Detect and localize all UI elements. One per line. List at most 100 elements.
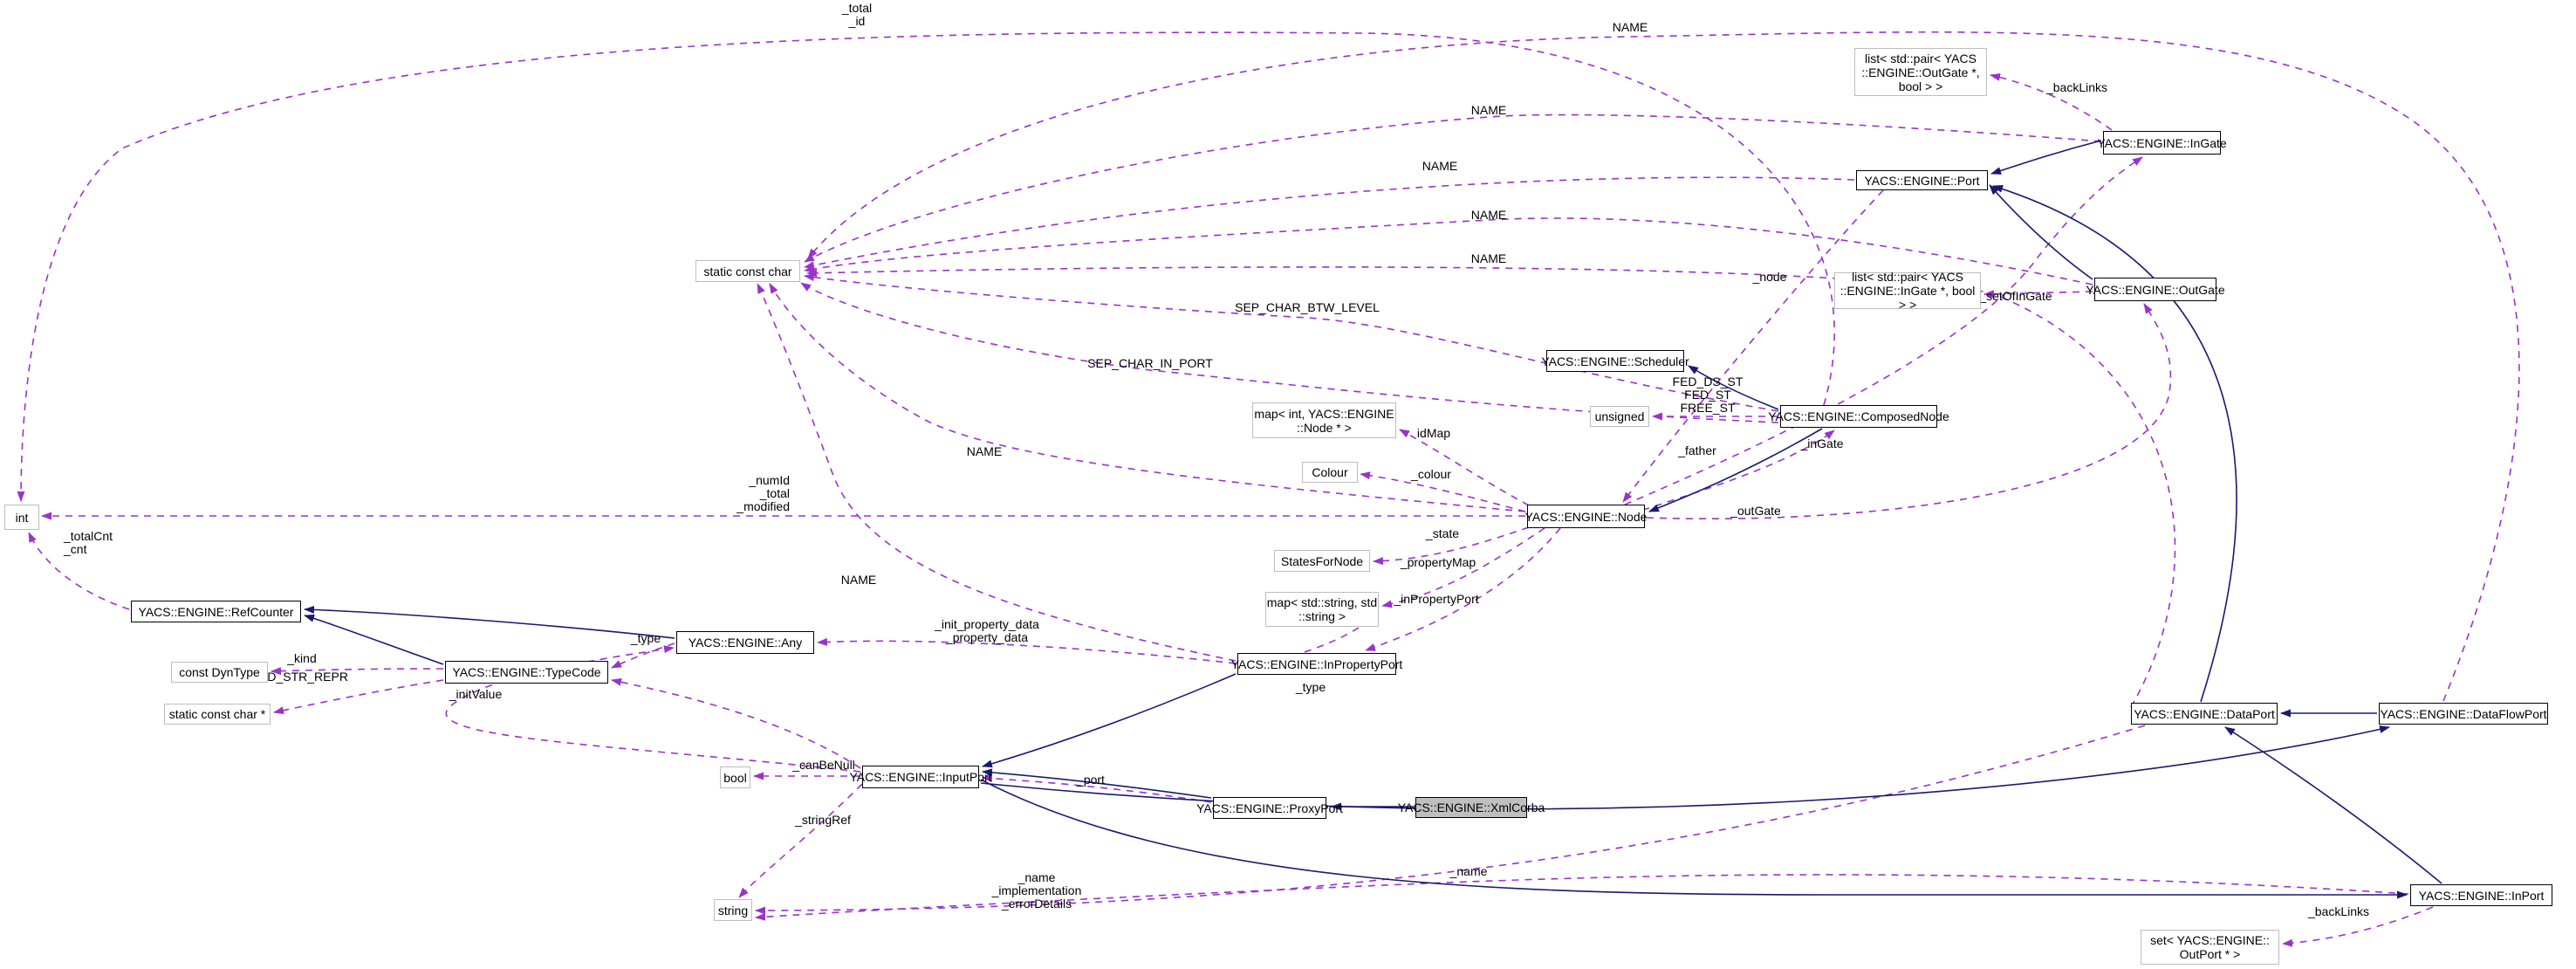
focus-class-box-xmlcorba: YACS::ENGINE::XmlCorba bbox=[1398, 797, 1545, 818]
edge-label-fed: FED_DS_ST FED_ST FREE_ST bbox=[1672, 375, 1744, 415]
edge-e-port bbox=[982, 774, 1212, 803]
edge-label-backlinks-top: _backLinks bbox=[2045, 80, 2108, 94]
edge-e-name-impl-err bbox=[755, 725, 2146, 915]
edge-label-name-outgate: NAME bbox=[1470, 208, 1507, 222]
edge-label-canbenull: _canBeNull bbox=[792, 758, 855, 772]
edge-i-inpropertyport-inputport bbox=[982, 673, 1237, 768]
edge-i-inport-dataport bbox=[2224, 726, 2442, 884]
class-box-inport[interactable]: YACS::ENGINE::InPort bbox=[2410, 884, 2552, 906]
type-box-list-pair-outgate: list< std::pair< YACS ::ENGINE::OutGate … bbox=[1854, 48, 1987, 96]
edge-e-totalcnt bbox=[28, 532, 130, 610]
edge-e-ingate bbox=[1624, 156, 2143, 505]
edge-i-typecode-refcounter bbox=[304, 614, 444, 665]
class-box-node[interactable]: YACS::ENGINE::Node bbox=[1525, 505, 1647, 528]
edge-label-name-node: NAME bbox=[966, 444, 1003, 458]
edge-e-backlinks-top bbox=[1990, 72, 2113, 131]
edge-label-totalcnt: _totalCnt _cnt bbox=[64, 529, 113, 556]
type-box-map-string: map< std::string, std ::string > bbox=[1265, 592, 1379, 627]
edge-label-initvalue: _initValue bbox=[449, 687, 503, 701]
edge-e-type-inputport bbox=[611, 677, 861, 769]
edge-label-ingate: _inGate bbox=[1800, 436, 1844, 450]
edge-e-sep-char-in-port bbox=[800, 282, 1779, 423]
class-box-refcounter[interactable]: YACS::ENGINE::RefCounter bbox=[131, 601, 301, 622]
class-box-inpropertyport[interactable]: YACS::ENGINE::InPropertyPort bbox=[1231, 653, 1402, 675]
class-box-outgate[interactable]: YACS::ENGINE::OutGate bbox=[2086, 278, 2225, 301]
edge-e-name-node bbox=[769, 283, 1526, 512]
edge-i-inputport-inport bbox=[980, 779, 2408, 899]
type-box-statesfornode: StatesForNode bbox=[1274, 550, 1370, 572]
class-box-ingate[interactable]: YACS::ENGINE::InGate bbox=[2097, 131, 2227, 155]
type-box-static-const-char-ptr: static const char * bbox=[164, 704, 271, 725]
edge-i-composednode-scheduler bbox=[1688, 365, 1779, 410]
type-box-bool: bool bbox=[720, 766, 750, 788]
class-box-dataport[interactable]: YACS::ENGINE::DataPort bbox=[2131, 703, 2278, 725]
type-box-list-pair-ingate: list< std::pair< YACS ::ENGINE::InGate *… bbox=[1834, 270, 1981, 312]
type-box-string: string bbox=[714, 899, 752, 921]
edge-e-name-bottom bbox=[755, 874, 2409, 921]
edge-e-propertymap bbox=[1381, 527, 1545, 608]
edge-label-type-inputport: _type bbox=[1295, 680, 1326, 694]
edge-label-colour: _colour bbox=[1411, 467, 1451, 481]
class-box-scheduler[interactable]: YACS::ENGINE::Scheduler bbox=[1541, 350, 1689, 372]
edge-i-inputport-dataflowport bbox=[980, 725, 2390, 810]
edge-label-sep-char-in-port: SEP_CHAR_IN_PORT bbox=[1087, 356, 1213, 370]
type-box-set-outport: set< YACS::ENGINE:: OutPort * > bbox=[2141, 930, 2279, 965]
edge-label-stringref: _stringRef bbox=[795, 813, 851, 827]
class-box-inputport[interactable]: YACS::ENGINE::InputPort bbox=[849, 766, 992, 788]
edge-label-name-ingate: NAME bbox=[1470, 103, 1507, 117]
class-box-dataflowport[interactable]: YACS::ENGINE::DataFlowPort bbox=[2379, 703, 2548, 725]
type-box-map-int-node: map< int, YACS::ENGINE ::Node * > bbox=[1252, 402, 1396, 438]
edge-e-initvalue bbox=[445, 645, 861, 773]
edge-label-idmap: idMap bbox=[1416, 426, 1451, 440]
edge-label-kind: _kind bbox=[287, 651, 317, 665]
class-box-composednode[interactable]: YACS::ENGINE::ComposedNode bbox=[1768, 405, 1949, 428]
edge-label-port: _port bbox=[1077, 773, 1105, 787]
edge-e-setofingate bbox=[1983, 290, 2093, 299]
edge-e-init-property-data bbox=[817, 637, 1237, 664]
edge-e-colour bbox=[1360, 471, 1526, 512]
type-box-const-dyntype: const DynType bbox=[171, 662, 268, 683]
edge-label-name-top: NAME bbox=[1612, 20, 1648, 34]
edge-label-name-bottom: _name bbox=[1449, 864, 1488, 878]
edge-e-outgate bbox=[1646, 303, 2172, 519]
edge-label-propertymap: _propertyMap bbox=[1400, 555, 1476, 569]
class-box-port[interactable]: YACS::ENGINE::Port bbox=[1856, 170, 1988, 190]
edge-e-stringref bbox=[738, 783, 863, 898]
edge-e-sep-char-btw-level bbox=[804, 273, 1779, 412]
edge-i-dataport-port bbox=[1992, 185, 2237, 703]
edge-i-proxyport-inputport bbox=[982, 768, 1212, 799]
edge-label-total-id: _total _id bbox=[841, 1, 873, 28]
edge-label-setofingate: _setOfInGate bbox=[1979, 289, 2052, 303]
edge-label-father: _father bbox=[1678, 443, 1716, 457]
edge-label-type-any: _type bbox=[630, 631, 661, 645]
edge-label-init-property-data: _init_property_data _property_data bbox=[935, 617, 1039, 644]
edge-e-kind-str-repr bbox=[273, 679, 444, 715]
edge-i-any-refcounter bbox=[304, 605, 675, 639]
edge-label-outgate: _outGate bbox=[1730, 504, 1781, 518]
edge-e-name-inpropertyport bbox=[757, 283, 1237, 662]
edge-label-inpropertyport: _inPropertyPort bbox=[1394, 592, 1479, 606]
edge-e-idmap bbox=[1399, 429, 1530, 506]
edge-e-type-any bbox=[611, 643, 675, 669]
edge-e-total-id bbox=[17, 31, 1835, 502]
edge-label-backlinks-bottom: _backLinks bbox=[2307, 904, 2370, 918]
type-box-static-const-char: static const char bbox=[695, 260, 800, 282]
edge-i-outgate-port bbox=[1989, 184, 2093, 280]
class-box-any[interactable]: YACS::ENGINE::Any bbox=[676, 631, 814, 654]
edge-e-name-port bbox=[804, 176, 1855, 270]
edge-label-numid: _numId _total _modified bbox=[736, 473, 790, 513]
class-box-proxyport[interactable]: YACS::ENGINE::ProxyPort bbox=[1196, 797, 1343, 819]
edge-label-node: _node bbox=[1752, 270, 1787, 284]
edge-e-inpropertyport bbox=[1365, 527, 1561, 651]
edge-label-sep-char-btw-level: SEP_CHAR_BTW_LEVEL bbox=[1235, 300, 1380, 314]
class-box-typecode[interactable]: YACS::ENGINE::TypeCode bbox=[445, 661, 608, 684]
edge-e-node bbox=[1622, 189, 1884, 503]
type-box-int: int bbox=[4, 505, 39, 530]
edge-i-composednode-node bbox=[1648, 428, 1823, 512]
edge-label-name-dataport: NAME bbox=[1470, 251, 1507, 265]
edge-label-name-port: NAME bbox=[1422, 159, 1458, 173]
type-box-colour: Colour bbox=[1302, 462, 1358, 483]
edge-e-state bbox=[1373, 526, 1530, 566]
edge-label-name-impl-err: _name _implementation _errorDetails bbox=[991, 870, 1082, 911]
